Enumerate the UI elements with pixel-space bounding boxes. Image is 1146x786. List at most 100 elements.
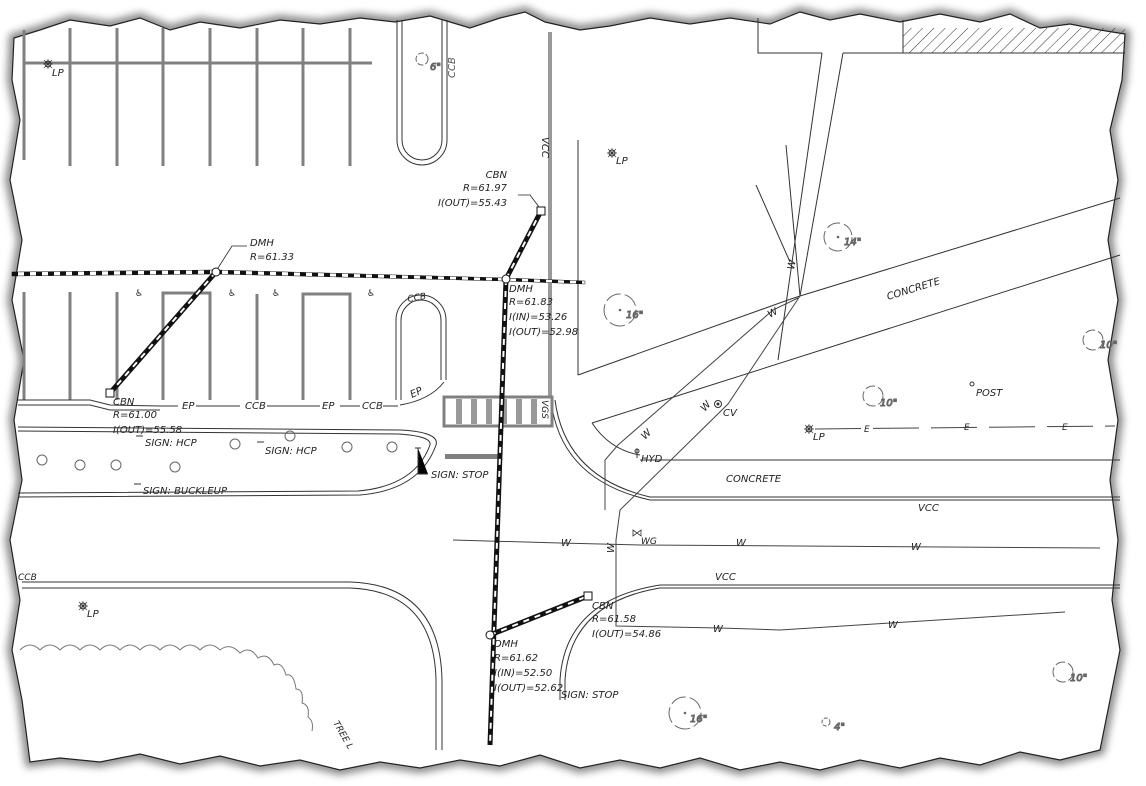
structure-label-dmh-center: DMH R=61.83 I(IN)=53.26 I(OUT)=52.98 <box>509 284 578 338</box>
svg-text:R=61.97: R=61.97 <box>463 183 508 194</box>
structure-label-cbn-top: CBN R=61.97 I(OUT)=55.43 <box>438 170 508 209</box>
svg-text:I(OUT)=52.62: I(OUT)=52.62 <box>494 683 563 694</box>
sign-buckleup: SIGN: BUCKLEUP <box>143 486 228 497</box>
svg-text:W: W <box>786 258 799 271</box>
svg-text:CBN: CBN <box>486 170 508 181</box>
svg-text:16": 16" <box>626 310 643 321</box>
ep-arch-label: EP <box>409 385 426 401</box>
sign-stop-1: SIGN: STOP <box>431 470 489 481</box>
tree-icon: 4" <box>821 717 845 734</box>
svg-text:CCB: CCB <box>245 401 266 412</box>
svg-text:E: E <box>1062 423 1068 433</box>
svg-text:DMH: DMH <box>494 639 518 650</box>
svg-text:W: W <box>911 542 922 553</box>
trees: 6" 14" 16" 10" 10" 10" 16" <box>415 52 1118 734</box>
svg-text:R=61.00: R=61.00 <box>113 410 157 421</box>
svg-text:DMH: DMH <box>509 284 533 295</box>
concrete-walkway <box>755 52 844 361</box>
structure-label-dmh-bottom: DMH R=61.62 I(IN)=52.50 I(OUT)=52.62 <box>494 639 563 694</box>
vcc-vertical-label: VCC <box>539 137 550 158</box>
curb-arch <box>395 294 447 406</box>
svg-text:LP: LP <box>813 432 826 443</box>
svg-text:R=61.83: R=61.83 <box>509 297 553 308</box>
svg-text:10": 10" <box>880 398 897 409</box>
post-marker: POST <box>969 381 1003 399</box>
curb-labels: EP CCB EP CCB <box>182 401 383 412</box>
vgs-label: VGS <box>539 400 549 419</box>
light-pole-icon: LP <box>607 148 629 167</box>
water-lines <box>452 295 1101 631</box>
svg-text:14": 14" <box>844 237 861 248</box>
light-pole-icon: LP <box>43 59 65 79</box>
light-poles: LP LP LP LP <box>43 59 826 620</box>
svg-text:POST: POST <box>976 388 1003 399</box>
light-pole-icon: LP <box>78 601 100 620</box>
svg-text:R=61.58: R=61.58 <box>592 614 636 625</box>
svg-text:WG: WG <box>641 537 657 547</box>
svg-text:I(OUT)=52.98: I(OUT)=52.98 <box>509 327 578 338</box>
water-gate: WG <box>632 529 657 547</box>
tree-icon: 10" <box>862 385 898 410</box>
landscape-island <box>17 426 437 498</box>
handicap-symbols: ♿ ♿ ♿ ♿ <box>135 289 375 299</box>
svg-text:R=61.62: R=61.62 <box>494 653 538 664</box>
svg-text:I(OUT)=55.43: I(OUT)=55.43 <box>438 198 507 209</box>
water-labels: W W W W W W W W W W <box>561 258 922 635</box>
concrete-lower-label: CONCRETE <box>726 474 782 485</box>
svg-text:W: W <box>713 624 724 635</box>
svg-text:CBN: CBN <box>592 601 614 612</box>
ccb-bottom-left-label: CCB <box>18 573 37 583</box>
tree-icon: 14" <box>823 222 862 252</box>
sign-labels: SIGN: HCP SIGN: HCP SIGN: BUCKLEUP SIGN:… <box>143 438 619 701</box>
sign-markers <box>134 435 428 485</box>
vcc-lower-label: VCC <box>715 572 736 583</box>
handicap-icon: ♿ <box>272 289 280 299</box>
svg-text:LP: LP <box>87 609 100 620</box>
svg-text:I(OUT)=54.86: I(OUT)=54.86 <box>592 629 661 640</box>
svg-text:CBN: CBN <box>113 397 135 408</box>
svg-text:W: W <box>561 538 572 549</box>
handicap-icon: ♿ <box>135 289 143 299</box>
top-curb-island <box>396 20 448 166</box>
structure-label-cbn-bottom: CBN R=61.58 I(OUT)=54.86 <box>592 601 661 640</box>
tree-line <box>19 644 313 732</box>
light-pole-icon: LP <box>804 424 826 443</box>
manhole-icon <box>501 274 511 284</box>
tree-icon: 16" <box>603 293 644 327</box>
svg-text:W: W <box>736 538 747 549</box>
handicap-icon: ♿ <box>367 289 375 299</box>
vcc-mid-label: VCC <box>918 503 939 514</box>
island-shrubs <box>36 430 398 473</box>
catch-basin-icon <box>583 591 593 601</box>
svg-text:LP: LP <box>616 156 629 167</box>
svg-text:I(OUT)=55.58: I(OUT)=55.58 <box>113 425 182 436</box>
svg-text:E: E <box>964 423 970 433</box>
stop-bar <box>445 454 502 459</box>
crosswalk <box>442 395 554 428</box>
middle-parking-stripes <box>22 291 352 400</box>
svg-text:HYD: HYD <box>641 454 663 465</box>
vcc-road-edge <box>548 32 552 400</box>
svg-text:CCB: CCB <box>362 401 383 412</box>
sign-hcp-1: SIGN: HCP <box>145 438 198 449</box>
road-edges <box>550 399 1120 700</box>
structure-markers <box>105 206 593 640</box>
catch-basin-icon <box>105 388 115 398</box>
svg-text:I(IN)=53.26: I(IN)=53.26 <box>509 312 567 323</box>
svg-text:4": 4" <box>834 722 845 733</box>
svg-text:6": 6" <box>430 62 441 73</box>
parking-curb-line <box>18 399 398 411</box>
svg-text:EP: EP <box>322 401 335 412</box>
structure-label-cbn-left: CBN R=61.00 I(OUT)=55.58 <box>113 397 182 436</box>
torn-paper-border <box>4 6 1131 776</box>
svg-text:E: E <box>864 425 870 435</box>
svg-text:I(IN)=52.50: I(IN)=52.50 <box>494 668 552 679</box>
tree-icon: 10" <box>1052 661 1088 685</box>
top-parking-stripes <box>22 28 372 166</box>
sign-hcp-2: SIGN: HCP <box>265 446 318 457</box>
ccb-island-label: CCB <box>407 292 427 305</box>
svg-text:LP: LP <box>52 68 65 79</box>
tree-icon: 16" <box>668 696 708 730</box>
storm-sewer-pipes <box>11 209 589 746</box>
bottom-left-curb <box>22 581 443 750</box>
